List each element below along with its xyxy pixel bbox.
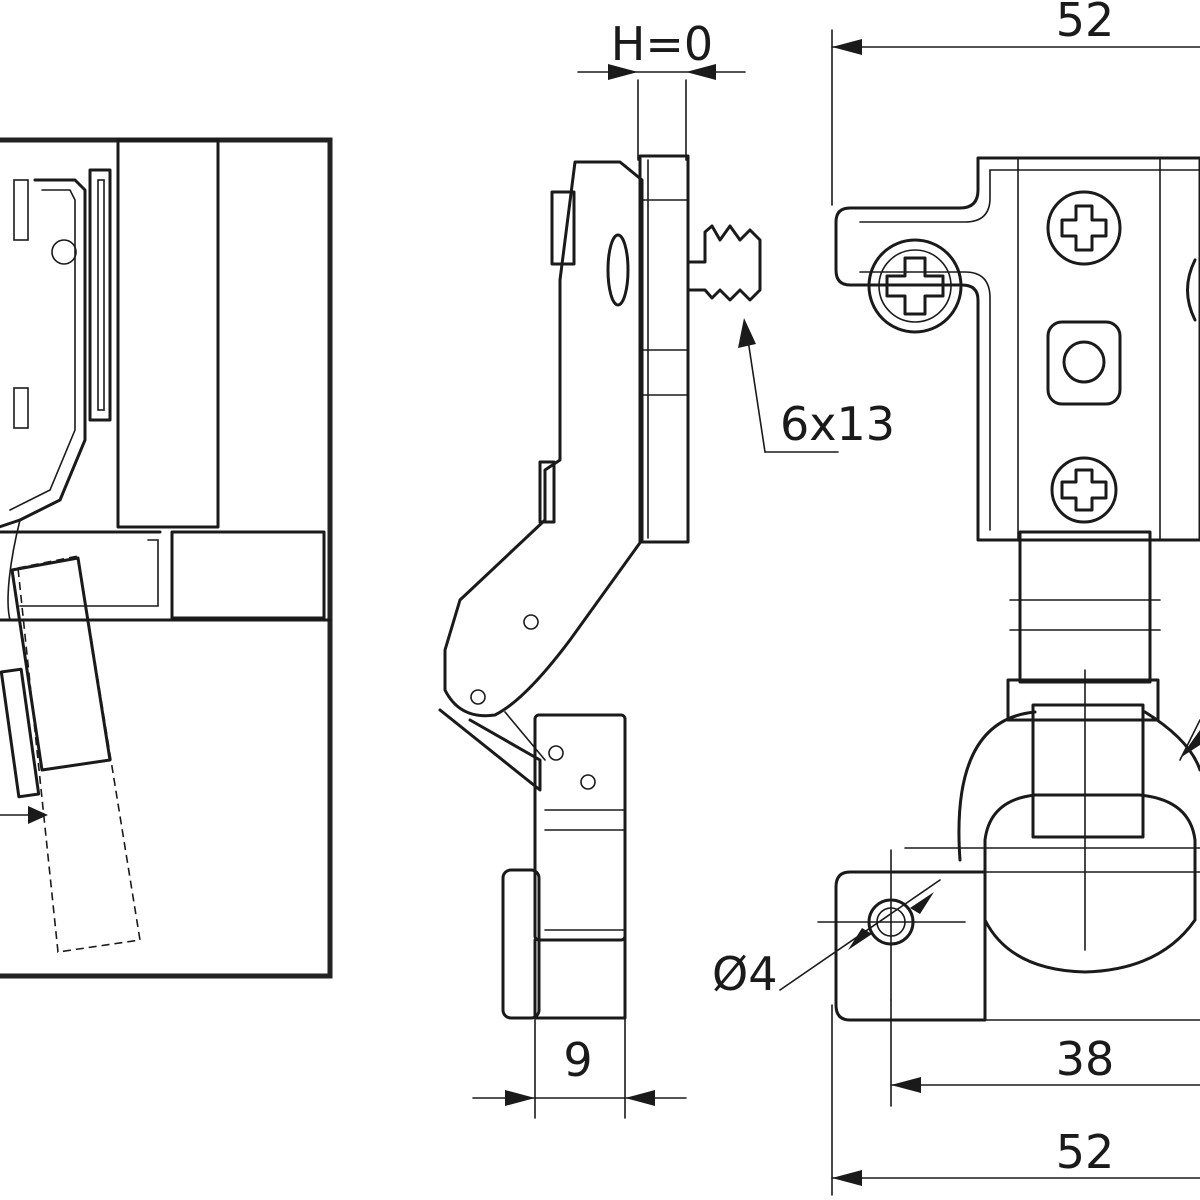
- front-mounting-plate: [834, 156, 1200, 542]
- plate-inner-left: [859, 271, 991, 531]
- arm-side-tab: [538, 460, 556, 524]
- hinge-cup-side: [0, 667, 41, 799]
- top-width-label: 52: [1056, 0, 1115, 47]
- cup-base: [983, 793, 1197, 974]
- installation-frame: [0, 137, 333, 979]
- cup-left-arc: [957, 710, 1037, 862]
- pivot-pin-2: [470, 689, 486, 705]
- hinge-front-view: 52: [712, 0, 1200, 1196]
- bottom-dim-arrow: [832, 1170, 862, 1186]
- plate-slot: [97, 179, 105, 411]
- rotation-arrow-head: [28, 806, 48, 824]
- side-screw-head: [606, 233, 630, 307]
- hinge-cup-body: [533, 713, 627, 942]
- arm-adjuster-tab: [550, 190, 576, 266]
- screw-size-label: 6x13: [780, 397, 895, 451]
- hinge-link: [7, 519, 21, 621]
- top-dim-arrow: [832, 39, 862, 55]
- spacing-arrow: [891, 1077, 921, 1093]
- installation-view: [0, 137, 333, 979]
- pivot-pin-1: [523, 614, 539, 630]
- width-arrow-left: [505, 1090, 535, 1106]
- hinge-arm-inner: [9, 189, 76, 511]
- front-arm: [1018, 530, 1152, 684]
- base-flange-left: [834, 870, 987, 1022]
- cross-screw-icon: [867, 238, 963, 334]
- cup-center-block: [1031, 703, 1145, 839]
- cabinet-side-panel: [116, 138, 220, 529]
- hinge-link-arm: [438, 708, 542, 792]
- arm-knuckle: [1006, 678, 1160, 722]
- door-panel-left: [10, 556, 112, 772]
- width-arrow-right: [625, 1090, 655, 1106]
- adjust-slot: [1046, 320, 1122, 406]
- cup-right-arc: [1143, 710, 1200, 772]
- plate-inner-top: [859, 169, 1200, 223]
- hole-diameter-label: Ø4: [712, 947, 777, 1001]
- door-edge-outline: [19, 539, 159, 607]
- hinge-link-rod: [504, 711, 546, 761]
- screw-head-left: [51, 239, 77, 265]
- cup-pin-2: [580, 774, 596, 790]
- plate-width-label: 9: [563, 1033, 592, 1087]
- hole-arrow-2: [910, 892, 934, 914]
- cup-base-outline: [533, 813, 627, 1020]
- arm-tab-top: [13, 179, 29, 241]
- overlay-label: H=0: [611, 17, 713, 71]
- screw-leader-line: [747, 339, 766, 453]
- hinge-arm: [443, 160, 644, 718]
- screw-edge-right: [1186, 258, 1197, 322]
- right-leader-arrow: [1180, 730, 1200, 758]
- overlay-arrow-left: [608, 64, 638, 80]
- arm-tab-mid: [13, 387, 29, 429]
- cabinet-bottom-block: [170, 530, 326, 620]
- euro-screw-icon: [686, 224, 762, 302]
- cup-pin-1: [548, 745, 564, 761]
- cup-flange: [501, 868, 541, 1020]
- hole-spacing-label: 38: [1056, 1032, 1115, 1086]
- hole-arrow-1: [848, 928, 872, 950]
- cross-screw-icon: [1050, 456, 1118, 524]
- hinge-side-view: H=0 6x13: [438, 17, 895, 1119]
- adjust-hole: [1062, 340, 1106, 384]
- mounting-plate-left: [88, 168, 112, 422]
- overlay-arrow-right: [686, 64, 716, 80]
- hinge-arm-side: [0, 178, 87, 529]
- cross-screw-icon: [1046, 190, 1122, 266]
- door-open-outline: [17, 555, 141, 953]
- screw-arrow-head: [738, 318, 756, 348]
- mounting-plate: [638, 154, 690, 544]
- bottom-width-label: 52: [1056, 1125, 1115, 1179]
